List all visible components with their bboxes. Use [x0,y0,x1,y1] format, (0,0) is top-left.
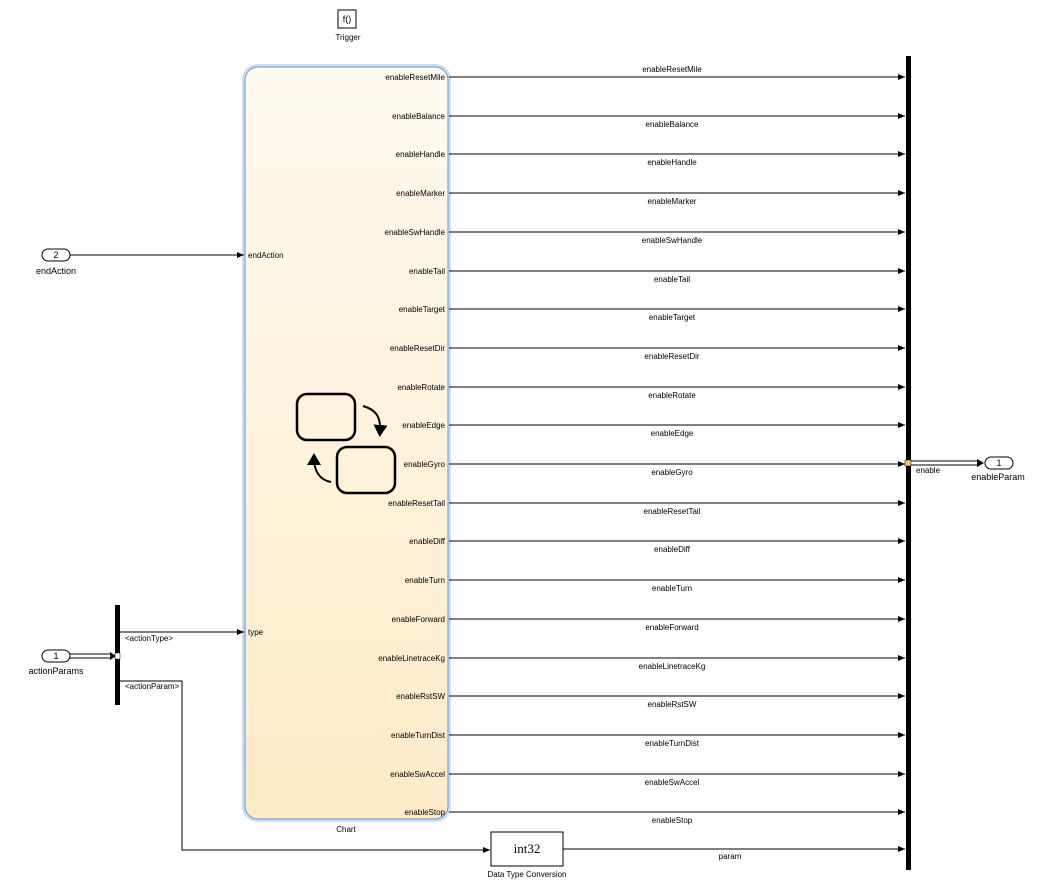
inport-endAction-number: 2 [53,250,58,260]
trigger-block[interactable]: f() Trigger [335,9,361,42]
chart-output-port-enableResetMile: enableResetMile [385,73,445,82]
signal-label-enableStop: enableStop [652,816,693,825]
signal-label-enableForward: enableForward [645,623,698,632]
inport-actionParams-label: actionParams [28,666,84,676]
signal-label-enableSwAccel: enableSwAccel [645,778,700,787]
outport-label: enableParam [971,472,1025,482]
chart-output-port-enableSwHandle: enableSwHandle [385,228,446,237]
signal-label-enableLinetraceKg: enableLinetraceKg [639,662,706,671]
bus-signal-actionType: <actionType> [125,634,173,643]
signal-label-enableHandle: enableHandle [647,158,697,167]
chart-output-port-enableTurnDist: enableTurnDist [391,731,446,740]
chart-output-port-enableTurn: enableTurn [405,576,445,585]
chart-block[interactable]: Chart endAction type enableResetMileenab… [242,64,451,834]
chart-label: Chart [336,825,356,834]
dtc-signal-label: param [719,852,742,861]
chart-output-port-enableEdge: enableEdge [402,421,445,430]
dtc-label: Data Type Conversion [487,870,566,879]
signal-label-enableTarget: enableTarget [649,313,696,322]
inport-endAction-label: endAction [36,266,76,276]
signal-label-enableTurn: enableTurn [652,584,692,593]
chart-output-port-enableRotate: enableRotate [397,383,445,392]
chart-output-port-enableSwAccel: enableSwAccel [390,770,445,779]
chart-output-port-enableLinetraceKg: enableLinetraceKg [378,654,445,663]
chart-output-port-enableHandle: enableHandle [396,150,446,159]
signal-label-enableBalance: enableBalance [646,120,699,129]
signal-label-enableSwHandle: enableSwHandle [642,236,703,245]
chart-output-port-enableDiff: enableDiff [409,537,446,546]
signal-label-enableDiff: enableDiff [654,545,691,554]
bus-creator[interactable] [904,56,912,870]
outport-enableParam[interactable]: 1 enableParam [971,456,1025,482]
data-type-conversion-block[interactable]: int32 Data Type Conversion param [487,831,905,879]
chart-output-port-enableResetDir: enableResetDir [390,344,445,353]
trigger-label: Trigger [335,33,360,42]
signal-label-enableTail: enableTail [654,275,690,284]
signal-label-enableGyro: enableGyro [651,468,693,477]
inport-endAction[interactable]: 2 endAction [36,248,244,276]
bus-output-signal-label: enable [916,466,941,475]
signal-label-enableResetMile: enableResetMile [642,65,702,74]
output-signal-lines: enableResetMile enableBalance enableHandle… [449,65,905,825]
bus-selector[interactable]: <actionType> <actionParam> [114,605,490,853]
signal-label-enableMarker: enableMarker [648,197,697,206]
chart-output-port-enableForward: enableForward [392,615,445,624]
trigger-glyph: f() [343,14,352,24]
bus-output-line: enable [911,459,984,475]
outport-number: 1 [996,458,1001,468]
chart-output-port-enableGyro: enableGyro [404,460,446,469]
signal-label-enableTurnDist: enableTurnDist [645,739,700,748]
chart-input-endAction: endAction [248,251,284,260]
dtc-text: int32 [514,841,541,856]
chart-output-port-enableTarget: enableTarget [399,305,446,314]
bus-signal-actionParam: <actionParam> [125,682,180,691]
chart-input-type: type [248,628,264,637]
chart-output-labels: enableResetMile enableBalance enableHandle… [378,73,445,817]
signal-label-enableRstSW: enableRstSW [648,700,697,709]
inport-actionParams-number: 1 [53,651,58,661]
signal-label-enableResetTail: enableResetTail [644,507,701,516]
chart-output-port-enableMarker: enableMarker [396,189,445,198]
chart-output-port-enableTail: enableTail [409,267,445,276]
signal-label-enableEdge: enableEdge [651,429,694,438]
inport-actionParams[interactable]: 1 actionParams [28,649,116,676]
signal-label-enableRotate: enableRotate [648,391,696,400]
stateflow-icon [295,392,397,495]
chart-output-port-enableStop: enableStop [405,808,446,817]
signal-label-enableResetDir: enableResetDir [644,352,699,361]
chart-output-port-enableRstSW: enableRstSW [396,692,445,701]
chart-output-port-enableResetTail: enableResetTail [388,499,445,508]
chart-output-port-enableBalance: enableBalance [392,112,445,121]
